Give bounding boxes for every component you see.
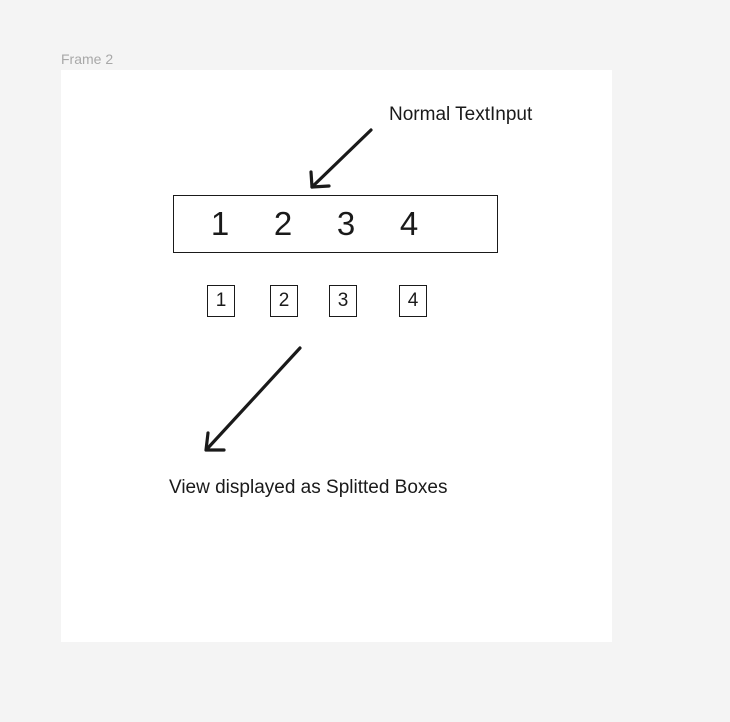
- split-box-4[interactable]: 4: [399, 285, 427, 317]
- text-input-digit: 3: [336, 205, 356, 242]
- text-input-digit: 4: [399, 205, 419, 242]
- normal-text-input[interactable]: 1 2 3 4: [173, 195, 498, 253]
- text-input-digit: 2: [273, 205, 293, 242]
- split-box-1[interactable]: 1: [207, 285, 235, 317]
- split-box-2[interactable]: 2: [270, 285, 298, 317]
- normal-textinput-annotation: Normal TextInput: [389, 104, 533, 125]
- frame-canvas[interactable]: [61, 70, 612, 642]
- text-input-digit: 1: [210, 205, 230, 242]
- split-box-3[interactable]: 3: [329, 285, 357, 317]
- frame-label[interactable]: Frame 2: [61, 51, 114, 67]
- splitted-boxes-annotation: View displayed as Splitted Boxes: [169, 477, 448, 498]
